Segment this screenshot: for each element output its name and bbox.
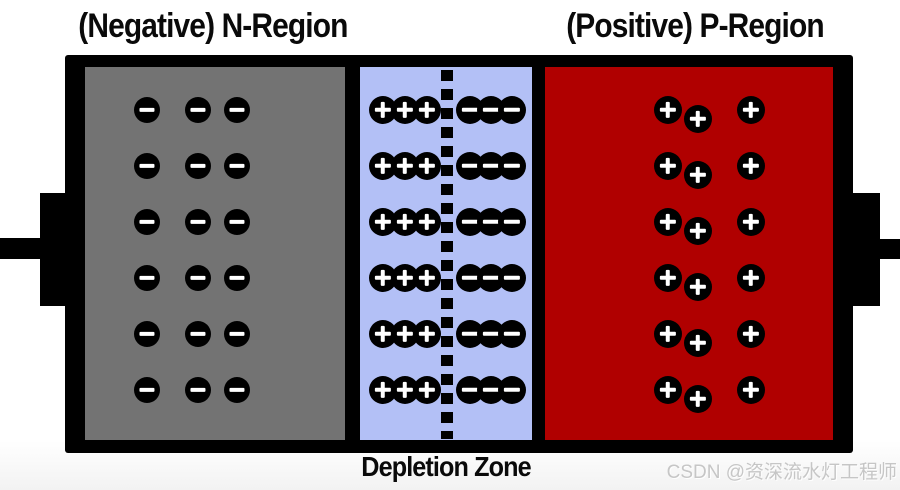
cathode-lead — [0, 238, 48, 259]
csdn-watermark: CSDN @资深流水灯工程师 — [666, 462, 897, 483]
p-region-panel — [545, 67, 833, 440]
p-region-title: (Positive) P-Region — [566, 7, 824, 45]
n-region-panel — [85, 67, 345, 440]
anode-lead — [876, 239, 900, 259]
junction-dashed-line-icon — [441, 70, 453, 439]
anode-terminal — [852, 193, 880, 306]
diode-body-outline — [65, 55, 853, 453]
depletion-zone-panel — [360, 67, 532, 440]
depletion-zone-label: Depletion Zone — [361, 451, 531, 482]
n-region-title: (Negative) N-Region — [78, 7, 348, 45]
cathode-terminal — [40, 193, 68, 306]
